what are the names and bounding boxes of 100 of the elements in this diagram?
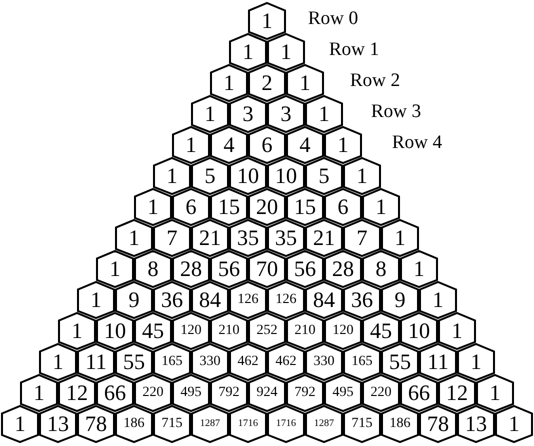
number: 78 xyxy=(427,413,449,435)
number: 13 xyxy=(47,413,69,435)
hexagon-cell xyxy=(153,219,191,257)
number: 715 xyxy=(162,417,182,431)
hexagon-cell xyxy=(39,405,77,443)
number: 9 xyxy=(128,289,140,311)
hexagon-cell xyxy=(400,250,438,288)
number: 84 xyxy=(199,289,221,311)
number: 1 xyxy=(376,196,386,218)
number: 1 xyxy=(34,382,44,404)
hexagon-cell xyxy=(134,188,172,226)
hexagon-cell xyxy=(77,405,115,443)
number: 1 xyxy=(414,258,424,280)
number: 1716 xyxy=(276,419,296,429)
number: 495 xyxy=(180,386,202,400)
number: 1 xyxy=(470,351,482,373)
number: 220 xyxy=(142,386,164,400)
hexagon-cell xyxy=(96,250,134,288)
hexagon-cell xyxy=(248,312,286,350)
hexagon-cell xyxy=(324,374,362,412)
number: 1 xyxy=(262,10,272,32)
number: 1 xyxy=(52,351,64,373)
number: 126 xyxy=(238,293,258,307)
number: 3 xyxy=(280,103,292,125)
row-label: Row 0 xyxy=(308,9,358,28)
number: 1 xyxy=(204,103,216,125)
number: 220 xyxy=(370,386,392,400)
hexagon-cell xyxy=(153,157,191,195)
number: 4 xyxy=(300,134,310,156)
hexagon-cell xyxy=(305,405,343,443)
hexagon-cell xyxy=(267,343,305,381)
row-label: Row 4 xyxy=(392,133,442,152)
hexagon-cell xyxy=(286,188,324,226)
hexagon-cell xyxy=(172,126,210,164)
number: 9 xyxy=(394,289,406,311)
row-label: Row 3 xyxy=(371,102,422,121)
number: 1 xyxy=(148,196,158,218)
hexagon-cell xyxy=(210,188,248,226)
row-label: Row 2 xyxy=(350,71,400,90)
hexagon-cell xyxy=(191,343,229,381)
number: 13 xyxy=(465,413,487,435)
number: 1 xyxy=(72,320,82,342)
hexagon-cell xyxy=(248,250,286,288)
hexagon-cell xyxy=(381,405,419,443)
hexagon-cell xyxy=(96,312,134,350)
hexagon-cell xyxy=(191,157,229,195)
number: 1716 xyxy=(238,419,258,429)
number: 1 xyxy=(242,41,254,63)
number: 2 xyxy=(262,72,272,94)
number: 1 xyxy=(90,289,102,311)
number: 12 xyxy=(446,382,468,404)
number: 35 xyxy=(275,227,297,249)
number: 10 xyxy=(104,320,126,342)
number: 186 xyxy=(124,417,144,431)
number: 1 xyxy=(14,413,26,435)
number: 35 xyxy=(237,227,259,249)
hexagon-cell xyxy=(362,188,400,226)
number: 28 xyxy=(332,258,354,280)
hexagon-cell xyxy=(267,281,305,319)
hexagon-cell xyxy=(362,250,400,288)
hexagon-cell xyxy=(210,64,248,102)
hexagon-cell xyxy=(457,343,495,381)
number: 10 xyxy=(275,165,297,187)
hexagon-cell xyxy=(438,312,476,350)
hexagon-cell xyxy=(267,33,305,71)
number: 4 xyxy=(224,134,234,156)
hexagon-cell xyxy=(229,281,267,319)
number: 1 xyxy=(356,165,368,187)
hexagon-cell xyxy=(191,405,229,443)
hexagon-cell xyxy=(324,126,362,164)
hexagon-cell xyxy=(267,219,305,257)
number: 20 xyxy=(256,196,278,218)
hexagon-cell xyxy=(248,2,286,40)
number: 1 xyxy=(128,227,140,249)
number: 6 xyxy=(338,196,348,218)
hexagon-cell xyxy=(286,126,324,164)
number: 186 xyxy=(390,417,410,431)
number: 15 xyxy=(218,196,240,218)
number: 1 xyxy=(508,413,520,435)
number: 1 xyxy=(394,227,406,249)
number: 165 xyxy=(352,355,372,369)
number: 7 xyxy=(166,227,178,249)
number: 84 xyxy=(313,289,335,311)
number: 11 xyxy=(85,351,107,373)
number: 252 xyxy=(256,324,278,338)
number: 56 xyxy=(294,258,316,280)
number: 36 xyxy=(161,289,183,311)
number: 1 xyxy=(280,41,292,63)
number: 66 xyxy=(104,382,126,404)
hexagon-cell xyxy=(1,405,39,443)
number: 1 xyxy=(490,382,500,404)
hexagon-cell xyxy=(419,343,457,381)
hexagon-cell xyxy=(438,374,476,412)
hexagon-cell xyxy=(153,343,191,381)
hexagon-cell xyxy=(267,95,305,133)
number: 1 xyxy=(300,72,310,94)
number: 1 xyxy=(110,258,120,280)
hexagon-cell xyxy=(305,219,343,257)
hexagon-cell xyxy=(343,405,381,443)
hexagon-cell xyxy=(229,405,267,443)
